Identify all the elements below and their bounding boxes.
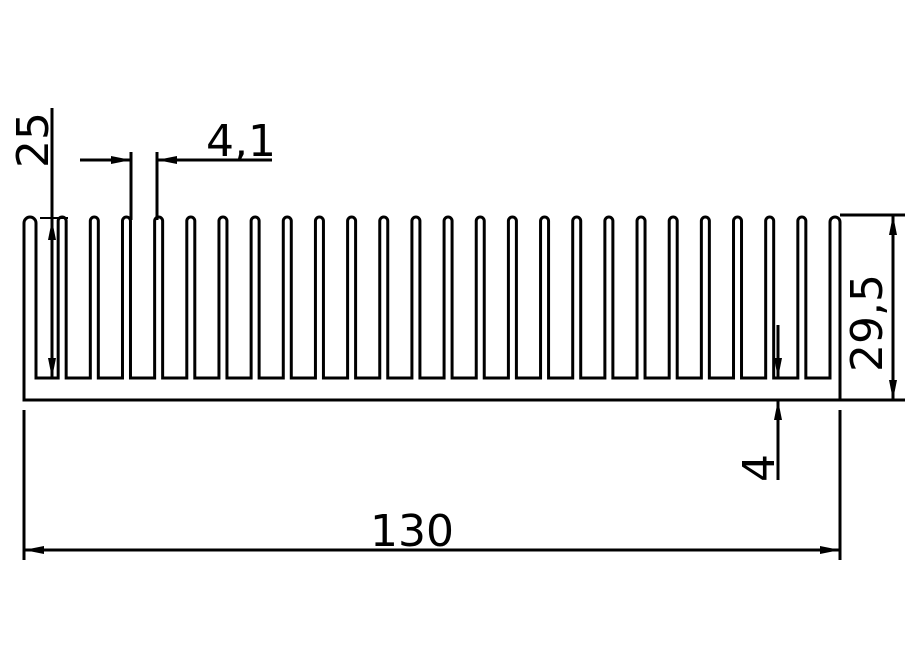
dim-fin-gap: 4,1 [206, 116, 276, 167]
dim-base-thickness: 4 [734, 454, 785, 482]
heatsink-profile [22, 215, 842, 402]
dim-fin-height: 25 [8, 112, 59, 168]
dim-overall-width: 130 [370, 506, 454, 557]
dim-total-height: 29,5 [842, 274, 893, 372]
